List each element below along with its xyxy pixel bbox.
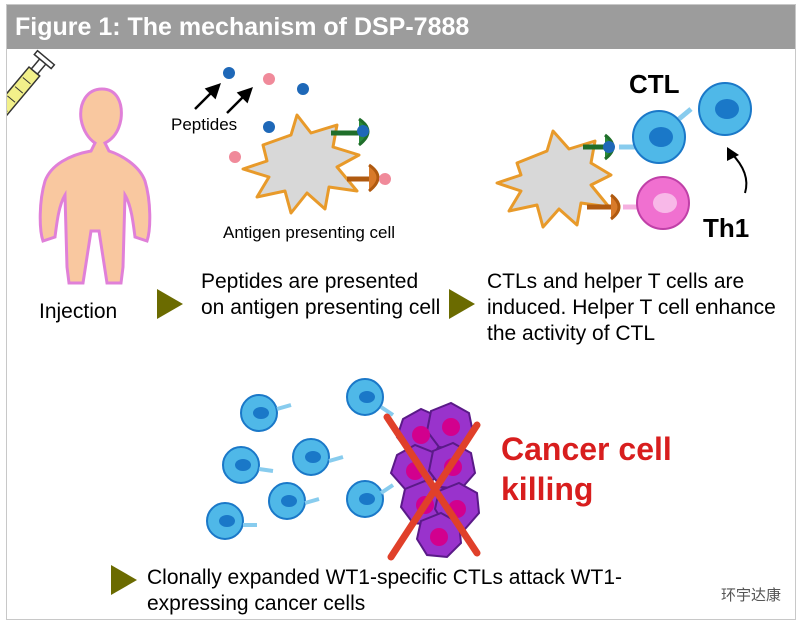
antigen-presenting-cell-label: Antigen presenting cell <box>223 223 396 242</box>
step-arrow-icon <box>449 289 475 319</box>
ctl-receptor <box>243 403 395 527</box>
injection-label: Injection <box>39 300 118 323</box>
step3-description: CTLs and helper T cells are induced. Hel… <box>487 270 776 345</box>
step4-description: Clonally expanded WT1-specific CTLs atta… <box>147 566 622 615</box>
peptide-dot <box>263 121 275 133</box>
apc-ctl-th1-interaction-icon <box>495 82 752 230</box>
peptide-dot <box>263 73 275 85</box>
peptide-dot <box>229 151 241 163</box>
step-arrow-icon <box>157 289 183 319</box>
figure-title: Figure 1: The mechanism of DSP-7888 <box>7 5 795 49</box>
step-arrow-icon <box>111 565 137 595</box>
cancer-cell-killing-label: Cancer cell killing <box>501 431 672 507</box>
peptide-arrow-icon <box>194 83 253 114</box>
ctl-nucleus <box>219 391 375 527</box>
antigen-presenting-cell-icon <box>241 113 391 215</box>
watermark: 环宇达康 <box>720 587 781 604</box>
peptides-label: Peptides <box>171 115 238 134</box>
peptide-dot <box>297 83 309 95</box>
ctl-label: CTL <box>629 69 680 99</box>
cancer-cells-icon <box>389 401 481 559</box>
peptide-dot <box>223 67 235 79</box>
syringe-icon <box>7 49 56 127</box>
th1-label: Th1 <box>703 213 750 243</box>
diagram-canvas <box>7 49 752 595</box>
step2-description: Peptides are presented on antigen presen… <box>201 270 441 319</box>
kill-cross-icon <box>383 413 481 561</box>
person-silhouette-icon <box>38 87 152 285</box>
expanded-ctl-cells-icon <box>206 378 384 540</box>
figure: Figure 1: The mechanism of DSP-7888 <box>6 4 796 620</box>
